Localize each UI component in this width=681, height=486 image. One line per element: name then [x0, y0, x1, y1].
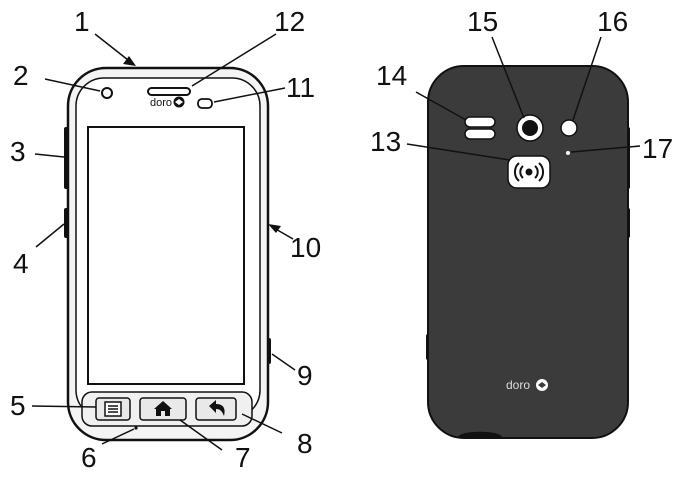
callout-16: 16	[597, 8, 628, 36]
callout-9: 9	[297, 362, 313, 390]
leader-9	[272, 354, 295, 370]
back-logo-mark	[536, 379, 548, 391]
back-brand-logo: doro	[506, 378, 530, 392]
callout-5: 5	[10, 392, 26, 420]
callout-14: 14	[376, 62, 407, 90]
assistance-button	[508, 156, 550, 188]
callout-12: 12	[274, 8, 305, 36]
callout-11: 11	[286, 74, 315, 102]
back-view: doro	[426, 66, 630, 438]
front-view: doro	[64, 68, 271, 440]
callout-17: 17	[642, 135, 673, 163]
callout-4: 4	[13, 250, 29, 278]
callout-1: 1	[74, 8, 90, 36]
front-logo-mark	[174, 97, 185, 108]
touchscreen	[88, 127, 244, 384]
callout-7: 7	[235, 444, 251, 472]
earpiece	[148, 88, 190, 95]
rear-microphone	[566, 151, 570, 155]
callout-15: 15	[467, 8, 498, 36]
camera-flash	[561, 120, 577, 136]
callout-6: 6	[81, 444, 97, 472]
callout-3: 3	[10, 138, 26, 166]
proximity-sensor	[198, 99, 212, 108]
leader-1	[95, 34, 128, 60]
front-camera	[102, 88, 112, 98]
rear-camera	[517, 115, 543, 141]
callout-2: 2	[13, 62, 29, 90]
menu-key	[96, 398, 130, 420]
leader-4	[36, 224, 64, 247]
front-brand-logo: doro	[150, 97, 172, 109]
home-key	[140, 398, 186, 420]
front-microphone	[134, 426, 137, 429]
leader-3	[35, 154, 64, 157]
menu-icon	[105, 402, 121, 416]
callout-13: 13	[370, 128, 401, 156]
callout-10: 10	[290, 234, 321, 262]
back-key	[196, 398, 236, 420]
leader-5	[32, 406, 96, 407]
callout-8: 8	[297, 430, 313, 458]
